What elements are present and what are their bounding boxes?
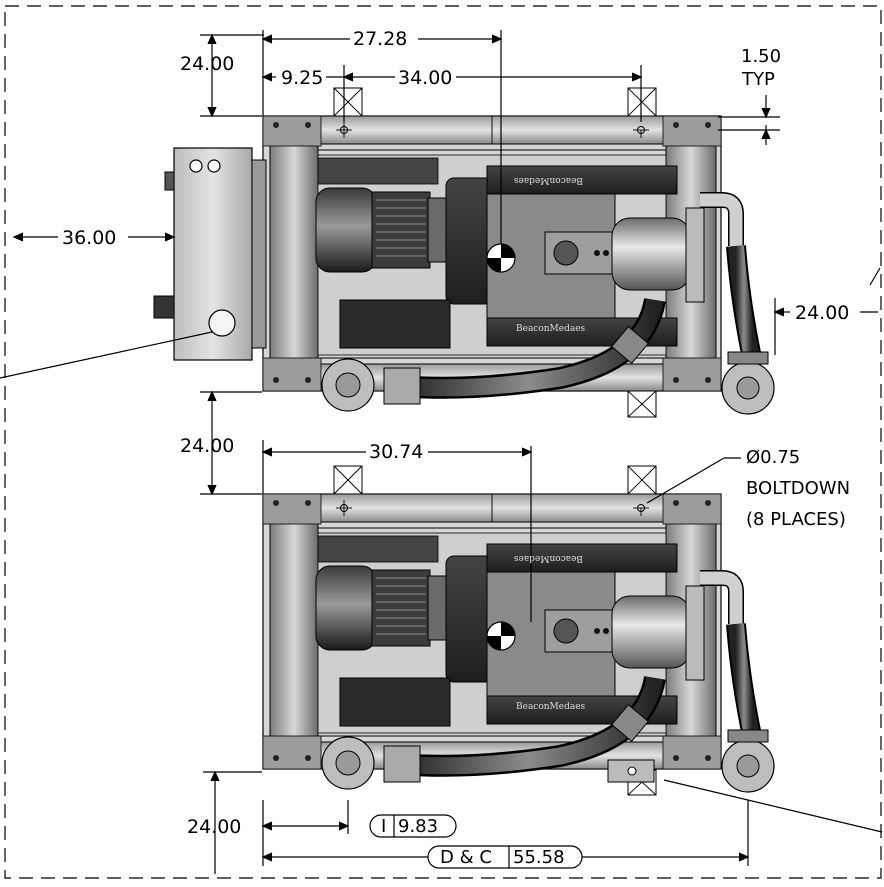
unit-top-view — [263, 88, 774, 417]
boltdown-note-label: BOLTDOWN — [746, 478, 850, 499]
brand-label-bottom-upper: BeaconMedaes — [513, 553, 583, 563]
dim-cg-x-bottom: 30.74 — [369, 441, 423, 463]
dim-top-clearance: 24.00 — [180, 53, 234, 75]
dim-bolt-spacing: 34.00 — [398, 67, 452, 89]
unit-bottom-view — [263, 466, 774, 795]
dim-bottom-clearance: 24.00 — [187, 816, 241, 838]
drawing-border — [4, 5, 882, 879]
dim-left-offset: 9.25 — [281, 67, 323, 89]
inlet-value: 9.83 — [398, 816, 438, 837]
bottom-unit-cg-offset — [607, 759, 655, 783]
dim-typ-label: TYP — [741, 69, 775, 90]
dim-left-clearance: 36.00 — [62, 227, 116, 249]
brand-label-bottom-lower: BeaconMedaes — [516, 702, 586, 712]
dim-cg-x-top: 27.28 — [353, 28, 407, 50]
dim-typ-value: 1.50 — [741, 46, 781, 67]
boltdown-note-diameter: Ø0.75 — [746, 447, 800, 468]
discharge-prefix: D & C — [440, 847, 492, 868]
boltdown-note-count: (8 PLACES) — [746, 509, 846, 530]
brand-label-top-lower: BeaconMedaes — [516, 324, 586, 334]
discharge-callout-frame — [427, 845, 583, 869]
discharge-value: 55.58 — [513, 847, 565, 868]
control-panel-box — [153, 147, 267, 361]
dim-middle-clearance: 24.00 — [180, 435, 234, 457]
dimension-lines — [0, 30, 883, 874]
inlet-prefix: I — [381, 816, 386, 837]
dim-right-clearance: 24.00 — [795, 302, 849, 324]
brand-label-top-upper: BeaconMedaes — [513, 175, 583, 185]
inlet-callout-frame — [369, 814, 457, 838]
